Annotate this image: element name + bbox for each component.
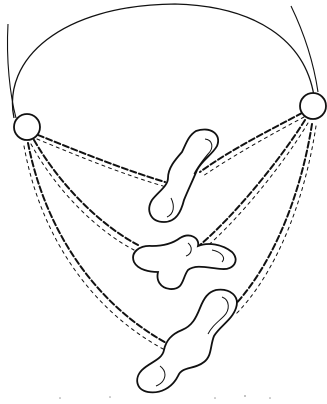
chromosome-middle — [133, 236, 236, 289]
fiber-right-lower — [230, 124, 312, 310]
chromosome-lower — [137, 290, 237, 393]
left-pole — [14, 114, 40, 140]
spindle-fibers — [24, 113, 316, 350]
cell-outline-right-stub — [291, 6, 318, 92]
fiber-left-upper-b — [37, 139, 163, 186]
bottom-specks — [59, 395, 271, 399]
chromosome-upper — [149, 129, 218, 222]
cell-outline — [12, 4, 314, 118]
right-pole — [300, 93, 326, 119]
cell-outline-top-stub — [7, 24, 16, 118]
fiber-left-middle — [34, 140, 138, 245]
fiber-right-lower-b — [235, 126, 316, 315]
fiber-right-upper-b — [203, 117, 304, 176]
